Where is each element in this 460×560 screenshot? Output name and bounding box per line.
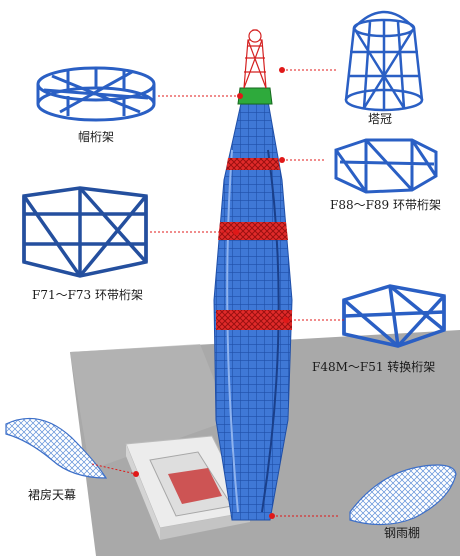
leader-dots: [133, 67, 289, 519]
belt-f48: [216, 310, 292, 330]
label-belt-f71: F71～F73 环带桁架: [32, 288, 144, 302]
label-transfer-f48: F48M～F51 转换桁架: [312, 360, 436, 374]
podium-canopy-figure: [5, 417, 108, 479]
label-hat-truss: 帽桁架: [78, 130, 115, 144]
label-podium-canopy: 裙房天幕: [28, 488, 77, 502]
leader-lines: [91, 69, 344, 517]
label-steel-canopy: 钢雨棚: [384, 526, 421, 540]
tower-shaft: [213, 89, 293, 521]
steel-canopy-figure: [349, 464, 457, 526]
hat-truss-figure: [36, 66, 156, 122]
belt-f88-figure: [334, 138, 438, 194]
tower-crown-figure: [344, 10, 424, 112]
crown-green-ring: [237, 87, 273, 105]
label-tower-crown: 塔冠: [368, 112, 393, 126]
belt-f71-figure: [22, 186, 148, 278]
crown-lattice: [243, 29, 267, 89]
ground-shadow: [70, 344, 230, 470]
belt-f71: [218, 222, 288, 240]
label-belt-f88: F88～F89 环带桁架: [330, 198, 442, 212]
transfer-f48-figure: [342, 284, 446, 348]
belt-f88: [226, 158, 280, 170]
